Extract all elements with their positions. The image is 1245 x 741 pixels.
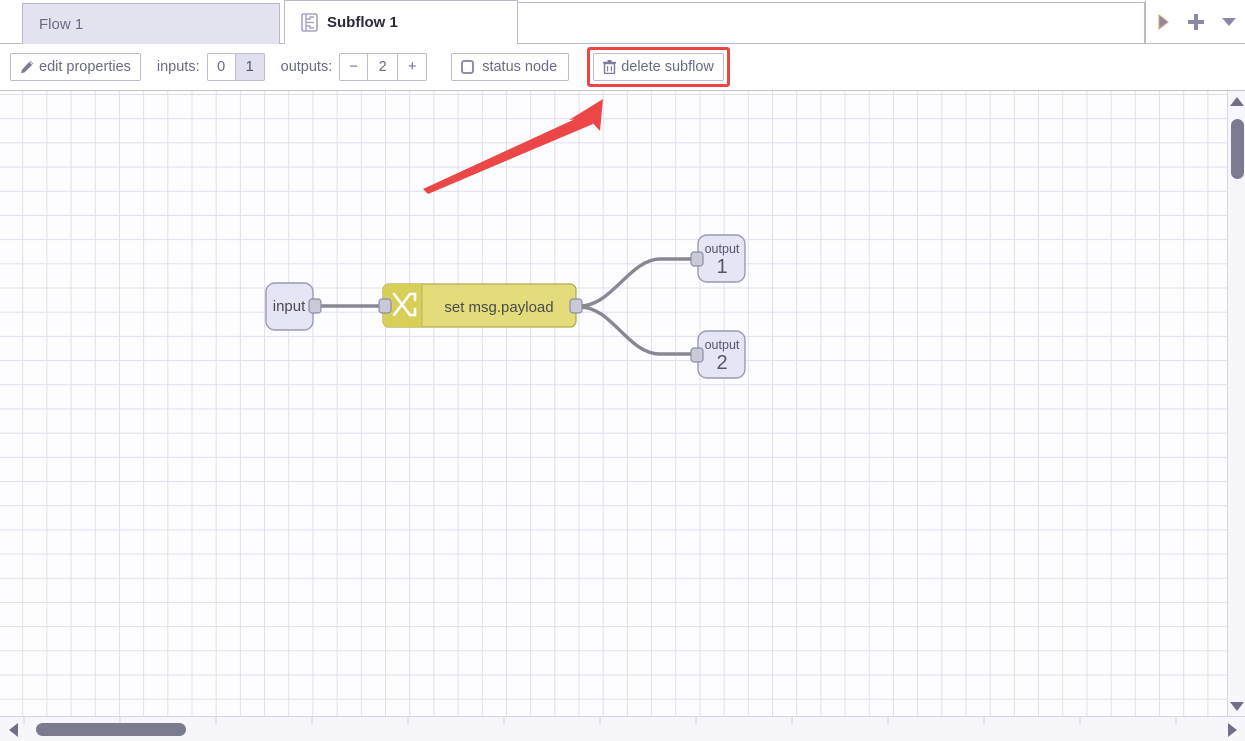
add-tab-icon[interactable] <box>1185 11 1207 33</box>
output-node-2[interactable]: output 2 <box>690 330 746 379</box>
edit-properties-button[interactable]: edit properties <box>10 53 141 81</box>
scroll-down-icon[interactable] <box>1228 698 1245 714</box>
change-node-label: set msg.payload <box>444 299 553 316</box>
output-node-2-label: output <box>705 338 740 352</box>
inputs-selector: 0 1 <box>206 53 265 81</box>
input-node-label: input <box>273 298 306 315</box>
subflow-icon <box>301 13 318 32</box>
wires <box>312 257 700 356</box>
status-node-checkbox[interactable] <box>461 60 475 74</box>
output-node-1-port[interactable] <box>690 251 704 267</box>
vertical-scrollbar-thumb[interactable] <box>1231 119 1244 179</box>
delete-subflow-label: delete subflow <box>621 59 714 75</box>
outputs-increment-button[interactable]: + <box>398 54 427 80</box>
outputs-value: 2 <box>368 54 399 80</box>
inputs-option-0[interactable]: 0 <box>207 54 236 80</box>
flow-graph: input set msg.payload <box>265 234 746 379</box>
tab-bar-actions <box>1145 0 1245 43</box>
output-node-1-label: output <box>705 242 740 256</box>
delete-subflow-button[interactable]: delete subflow <box>593 53 724 81</box>
chevron-down-icon[interactable] <box>1218 11 1240 33</box>
tab-subflow-1-label: Subflow 1 <box>327 14 398 31</box>
change-node[interactable]: set msg.payload <box>378 283 583 328</box>
trash-icon <box>603 60 617 74</box>
scroll-left-icon[interactable] <box>4 721 22 738</box>
change-node-icon <box>392 292 417 317</box>
wire-change-to-output-2[interactable] <box>578 305 700 356</box>
tab-subflow-1[interactable]: Subflow 1 <box>284 0 518 45</box>
tab-list: Flow 1 Subflow 1 <box>0 0 518 45</box>
inputs-option-1[interactable]: 1 <box>235 54 264 80</box>
subflow-toolbar: edit properties inputs: 0 1 outputs: − 2… <box>0 44 1245 91</box>
outputs-decrement-button[interactable]: − <box>340 54 369 80</box>
delete-subflow-highlight: delete subflow <box>587 47 730 87</box>
scroll-up-icon[interactable] <box>1228 93 1245 109</box>
tab-flow-1-label: Flow 1 <box>39 15 84 33</box>
outputs-stepper: − 2 + <box>339 53 428 81</box>
outputs-label: outputs: <box>280 59 333 75</box>
output-node-1[interactable]: output 1 <box>690 234 746 283</box>
change-node-output-port[interactable] <box>569 298 583 314</box>
wire-change-to-output-1[interactable] <box>578 257 700 308</box>
change-node-input-port[interactable] <box>378 298 392 314</box>
edit-properties-label: edit properties <box>39 59 131 75</box>
horizontal-scrollbar[interactable] <box>0 716 1245 741</box>
tab-bar-empty-space <box>516 2 1145 43</box>
output-node-2-number: 2 <box>716 352 727 374</box>
pencil-icon <box>21 60 34 74</box>
status-node-toggle[interactable]: status node <box>451 53 570 81</box>
vertical-scrollbar[interactable] <box>1227 91 1245 716</box>
scroll-right-icon[interactable] <box>1223 721 1241 738</box>
input-node[interactable]: input <box>265 282 322 331</box>
status-node-label: status node <box>482 59 558 75</box>
horizontal-scrollbar-thumb[interactable] <box>36 723 186 736</box>
output-node-2-port[interactable] <box>690 347 704 363</box>
tab-flow-1[interactable]: Flow 1 <box>22 3 280 44</box>
subflow-canvas[interactable]: input set msg.payload <box>0 91 1227 716</box>
tab-bar: Flow 1 Subflow 1 <box>0 0 1245 45</box>
scrollbar-ticks <box>23 717 1177 724</box>
input-node-port[interactable] <box>308 298 322 314</box>
inputs-label: inputs: <box>156 59 200 75</box>
output-node-1-number: 1 <box>716 256 727 278</box>
play-icon[interactable] <box>1152 11 1174 33</box>
